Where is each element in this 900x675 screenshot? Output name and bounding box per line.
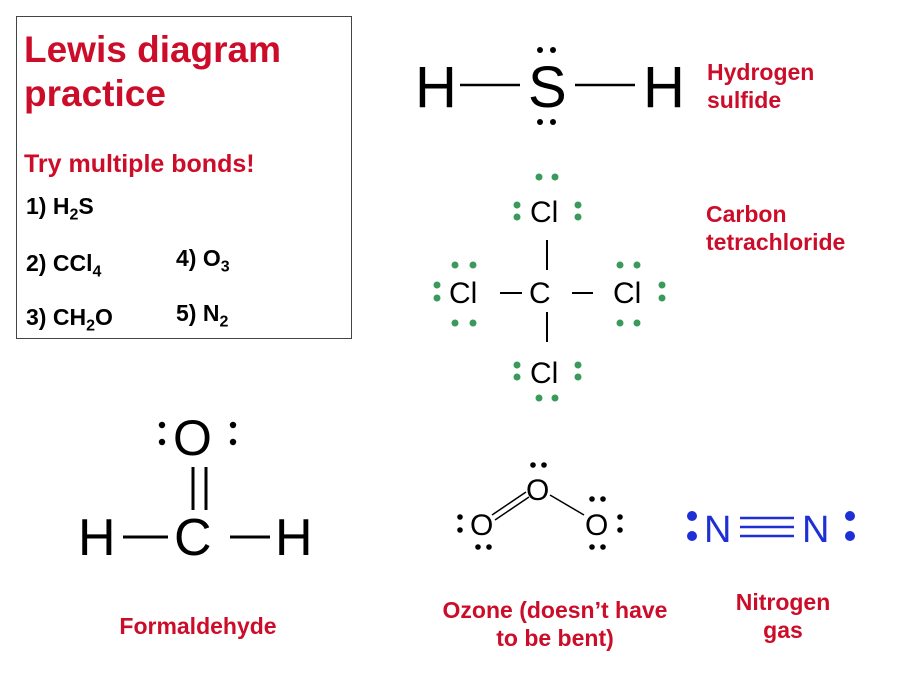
h2s-atom-h-right: H	[643, 55, 685, 120]
ccl4-atom-c: C	[529, 277, 551, 310]
nitrogen-atom-n-right: N	[802, 509, 829, 551]
h2s-lone-pairs	[537, 47, 556, 125]
ozone-double-bond-1	[491, 491, 527, 516]
ozone-single-bond	[549, 494, 585, 516]
ccl4-atom-cl-bottom: Cl	[530, 357, 558, 390]
h2s-structure: H S H	[415, 47, 685, 125]
formaldehyde-structure: O H C H	[78, 410, 313, 567]
ccl4-atom-cl-left: Cl	[449, 277, 477, 310]
formaldehyde-atom-h-left: H	[78, 509, 116, 567]
practice-item-1: 1) H2S	[26, 193, 94, 224]
formaldehyde-label: Formaldehyde	[119, 613, 277, 639]
ozone-double-bond-2	[494, 496, 530, 521]
practice-title: Lewis diagram practice	[24, 29, 282, 114]
nitrogen-structure: N N	[687, 509, 855, 551]
ccl4-lone-pairs	[433, 173, 666, 402]
ozone-atom-o-top: O	[526, 474, 549, 507]
practice-box	[16, 16, 352, 339]
practice-item-5: 5) N2	[176, 300, 229, 331]
formaldehyde-atom-c: C	[174, 509, 212, 567]
ccl4-label: Carbon tetrachloride	[706, 201, 846, 255]
ccl4-structure: Cl C Cl Cl Cl	[433, 173, 666, 402]
h2s-label: Hydrogen sulfide	[707, 59, 815, 113]
formaldehyde-lone-pairs	[158, 421, 237, 446]
ccl4-atom-cl-right: Cl	[613, 277, 641, 310]
practice-item-2: 2) CCl4	[26, 250, 102, 281]
formaldehyde-atom-o: O	[173, 410, 212, 466]
ozone-structure: O O O	[457, 462, 623, 550]
nitrogen-lone-pairs	[687, 511, 855, 541]
formaldehyde-atom-h-right: H	[275, 509, 313, 567]
h2s-atom-s: S	[528, 55, 567, 120]
nitrogen-label: Nitrogen gas	[735, 589, 831, 643]
ozone-atom-o-left: O	[470, 509, 493, 542]
nitrogen-atom-n-left: N	[704, 509, 731, 551]
ozone-atom-o-right: O	[585, 509, 608, 542]
practice-subtitle: Try multiple bonds!	[24, 150, 255, 178]
practice-item-4: 4) O3	[176, 245, 230, 276]
ccl4-atom-cl-top: Cl	[530, 196, 558, 229]
ozone-lone-pairs	[457, 462, 623, 550]
h2s-atom-h-left: H	[415, 55, 457, 120]
practice-item-3: 3) CH2O	[26, 304, 113, 335]
ozone-label: Ozone (doesn’t have to be bent)	[442, 597, 668, 651]
nitrogen-triple-bond	[740, 516, 794, 538]
